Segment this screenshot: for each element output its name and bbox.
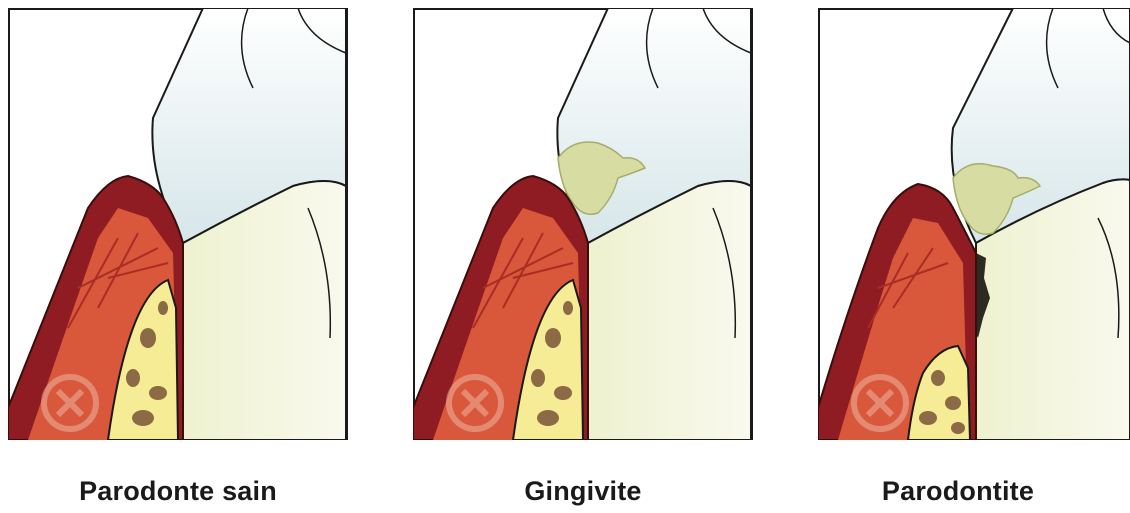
panel-periodontitis (818, 8, 1130, 440)
periodontitis-illustration (818, 8, 1130, 440)
gingivitis-illustration (413, 8, 753, 440)
caption-gingivitis: Gingivite (433, 476, 733, 507)
panel-gingivitis (413, 8, 753, 440)
panel-healthy (8, 8, 348, 440)
healthy-periodontium-illustration (8, 8, 348, 440)
caption-periodontitis: Parodontite (808, 476, 1108, 507)
caption-healthy: Parodonte sain (28, 476, 328, 507)
